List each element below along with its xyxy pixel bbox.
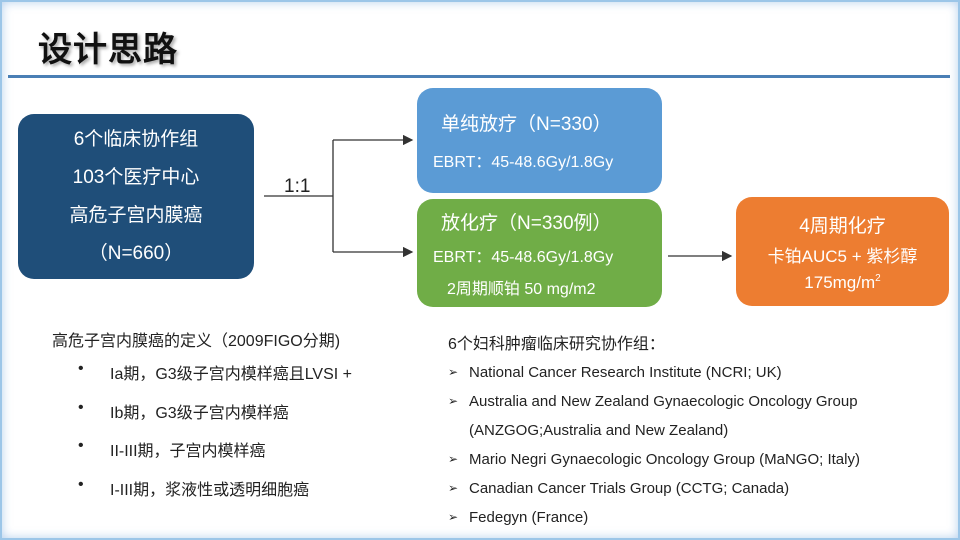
crt-arm-box: 放化疗（N=330例） EBRT：45-48.6Gy/1.8Gy 2周期顺铂 5… bbox=[417, 199, 662, 307]
chemo-dose: 175mg/m2 bbox=[804, 273, 880, 293]
bullet-icon: • bbox=[78, 475, 84, 493]
definition-item-text: II-III期，子宫内模样癌 bbox=[110, 443, 266, 460]
slide-title: 设计思路 bbox=[38, 31, 178, 69]
cohort-line-n: （N=660） bbox=[88, 242, 184, 264]
cohort-box: 6个临床协作组 103个医疗中心 高危子宫内膜癌 （N=660） bbox=[18, 114, 254, 279]
arrow-bullet-icon: ➢ bbox=[448, 394, 459, 408]
chemo-regimen: 卡铂AUC5 + 紫杉醇 bbox=[767, 246, 918, 266]
title-divider bbox=[8, 75, 950, 78]
rt-arm-title: 单纯放疗（N=330） bbox=[441, 114, 612, 135]
cohort-line-centers: 103个医疗中心 bbox=[72, 166, 200, 188]
definition-item-text: I-III期，浆液性或透明细胞癌 bbox=[110, 481, 310, 499]
definition-item-text: Ia期，G3级子宫内模样癌且LVSI + bbox=[110, 366, 352, 383]
groups-title: 6个妇科肿瘤临床研究协作组： bbox=[448, 336, 665, 353]
cohort-line-population: 高危子宫内膜癌 bbox=[69, 204, 203, 226]
list-item-continuation: (ANZGOG;Australia and New Zealand) bbox=[448, 416, 860, 445]
arrow-bullet-icon: ➢ bbox=[448, 365, 459, 379]
group-item-text: National Cancer Research Institute (NCRI… bbox=[469, 364, 782, 381]
rt-arm-detail: EBRT：45-48.6Gy/1.8Gy bbox=[433, 154, 614, 171]
bullet-icon: • bbox=[78, 360, 84, 377]
list-item: ➢ National Cancer Research Institute (NCR… bbox=[448, 358, 860, 387]
list-item: ➢ Fedegyn (France) bbox=[448, 503, 860, 532]
crt-arm-title: 放化疗（N=330例） bbox=[441, 212, 612, 234]
randomization-ratio: 1:1 bbox=[284, 176, 311, 197]
cohort-line-groups: 6个临床协作组 bbox=[73, 128, 199, 150]
group-item-continuation-text: (ANZGOG;Australia and New Zealand) bbox=[469, 422, 729, 439]
bullet-icon: • bbox=[78, 398, 84, 416]
list-item: • I-III期，浆液性或透明细胞癌 bbox=[78, 476, 352, 515]
group-item-text: Mario Negri Gynaecologic Oncology Group … bbox=[469, 451, 860, 468]
rt-arm-box: 单纯放疗（N=330） EBRT：45-48.6Gy/1.8Gy bbox=[417, 88, 662, 193]
definition-title: 高危子宫内膜癌的定义（2009FIGO分期) bbox=[52, 333, 341, 350]
list-item: • Ia期，G3级子宫内模样癌且LVSI + bbox=[78, 360, 352, 399]
list-item: ➢ Mario Negri Gynaecologic Oncology Group… bbox=[448, 445, 860, 474]
chemo-title: 4周期化疗 bbox=[799, 215, 886, 237]
list-item: ➢ Canadian Cancer Trials Group (CCTG; Can… bbox=[448, 474, 860, 503]
chemo-dose-superscript: 2 bbox=[875, 272, 881, 284]
group-item-text: Australia and New Zealand Gynaecologic O… bbox=[469, 393, 858, 410]
chemo-box: 4周期化疗 卡铂AUC5 + 紫杉醇 175mg/m2 bbox=[736, 197, 949, 306]
chemo-dose-value: 175mg/m bbox=[804, 272, 876, 292]
crt-arm-detail: EBRT：45-48.6Gy/1.8Gy bbox=[433, 248, 614, 266]
bullet-icon: • bbox=[78, 437, 84, 454]
arrow-bullet-icon: ➢ bbox=[448, 481, 459, 495]
group-item-text: Canadian Cancer Trials Group (CCTG; Cana… bbox=[469, 480, 790, 497]
groups-list: ➢ National Cancer Research Institute (NCR… bbox=[448, 358, 860, 532]
list-item: ➢ Australia and New Zealand Gynaecologic … bbox=[448, 387, 860, 416]
arrow-bullet-icon: ➢ bbox=[448, 510, 459, 524]
definition-list: • Ia期，G3级子宫内模样癌且LVSI + • Ib期，G3级子宫内模样癌 • II… bbox=[78, 360, 352, 514]
list-item: • II-III期，子宫内模样癌 bbox=[78, 437, 352, 476]
arrow-bullet-icon: ➢ bbox=[448, 452, 459, 466]
definition-item-text: Ib期，G3级子宫内模样癌 bbox=[110, 404, 289, 422]
list-item: • Ib期，G3级子宫内模样癌 bbox=[78, 399, 352, 438]
crt-arm-detail-cisplatin: 2周期顺铂 50 mg/m2 bbox=[447, 280, 596, 298]
group-item-text: Fedegyn (France) bbox=[469, 509, 589, 526]
